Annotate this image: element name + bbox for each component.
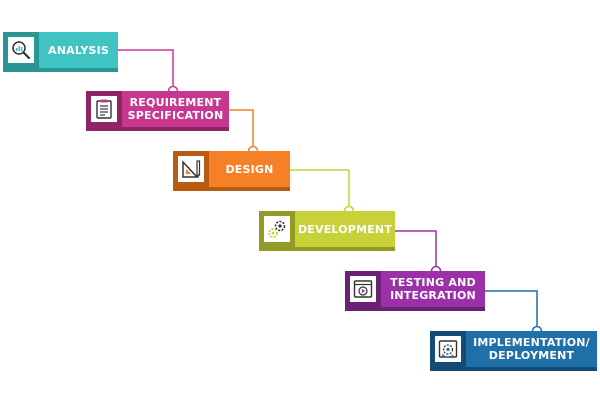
step-development-label: DEVELOPMENT: [295, 211, 395, 247]
step-testing-and-integration: TESTING AND INTEGRATION: [345, 271, 485, 311]
set-square-ruler-icon: [182, 160, 201, 178]
step-requirement-shadow: [86, 127, 229, 131]
gear-cycle-icon: [438, 340, 458, 358]
step-development: DEVELOPMENT: [259, 211, 395, 251]
step-analysis-label: ANALYSIS: [39, 32, 118, 68]
step-design-shadow: [173, 187, 290, 191]
step-analysis-icon-box: [3, 32, 39, 68]
step-requirement-label-line-1: REQUIREMENT: [129, 96, 222, 109]
step-design: DESIGN: [173, 151, 290, 191]
step-design-label-line-1: DESIGN: [225, 162, 274, 176]
step-implementation-icon-box: [430, 331, 466, 367]
step-implementation-label-line-2: DEPLOYMENT: [488, 349, 575, 362]
connector-testing-to-implementation: [485, 290, 538, 331]
step-requirement-specification: REQUIREMENT SPECIFICATION: [86, 91, 229, 131]
clipboard-checklist-icon: [96, 99, 112, 119]
step-testing-label-line-2: INTEGRATION: [390, 289, 476, 302]
step-implementation-deployment: IMPLEMENTATION/ DEPLOYMENT: [430, 331, 597, 371]
step-design-icon-box: [173, 151, 209, 187]
connector-analysis-to-requirement: [118, 49, 174, 91]
step-development-icon-box: [259, 211, 295, 247]
step-implementation-label: IMPLEMENTATION/ DEPLOYMENT: [466, 331, 597, 367]
step-testing-label: TESTING AND INTEGRATION: [381, 271, 485, 307]
gears-icon: [268, 220, 286, 238]
step-analysis: ANALYSIS: [3, 32, 118, 72]
step-development-label-line-1: DEVELOPMENT: [297, 222, 393, 236]
step-implementation-shadow: [430, 367, 597, 371]
step-testing-icon-box: [345, 271, 381, 307]
step-analysis-label-line-1: ANALYSIS: [47, 43, 110, 57]
step-testing-label-line-1: TESTING AND: [390, 276, 476, 289]
step-development-shadow: [259, 247, 395, 251]
step-design-label: DESIGN: [209, 151, 290, 187]
connector-requirement-to-design: [229, 109, 254, 151]
step-testing-shadow: [345, 307, 485, 311]
step-requirement-label-line-2: SPECIFICATION: [127, 109, 224, 122]
connector-design-to-development: [290, 169, 350, 211]
step-analysis-shadow: [3, 68, 118, 72]
step-implementation-label-line-1: IMPLEMENTATION/: [473, 336, 590, 349]
play-window-icon: [353, 280, 373, 298]
step-requirement-label: REQUIREMENT SPECIFICATION: [122, 91, 229, 127]
step-requirement-icon-box: [86, 91, 122, 127]
connector-development-to-testing: [395, 230, 437, 271]
magnifier-chart-icon: [12, 41, 31, 60]
